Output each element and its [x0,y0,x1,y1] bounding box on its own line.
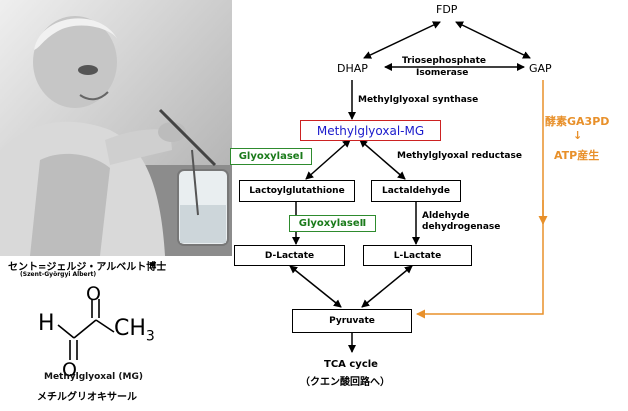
enzyme-aldehyde-dh-2: dehydrogenase [422,222,501,232]
arrow-llactate-pyruvate [361,265,413,308]
enzyme-triose-2: Isomerase [416,68,469,78]
photo-caption: セント=ジェルジ・アルベルト博士 [8,262,167,273]
node-lactaldehyde: Lactaldehyde [371,180,461,202]
node-tca-ja: （クエン酸回路へ） [300,377,390,388]
node-l-lactate: L-Lactate [363,245,472,266]
node-methylglyoxal: Methylglyoxal-MG [316,123,425,138]
arrow-fdp-gap [455,21,531,59]
arrow-mg-lactoylglutathione [305,139,351,180]
atom-o-top: O [86,283,101,305]
arrow-dlactate-pyruvate [289,265,342,308]
down-arrow-icon: ↓ [573,129,583,142]
methylglyoxal-structure [57,299,115,360]
arrow-gap-pyruvate [416,80,544,319]
atom-o-bottom: O [62,359,77,381]
enzyme-mg-reductase: Methylglyoxal reductase [397,151,522,161]
atom-ch3-subscript: 3 [145,328,155,345]
node-methylglyoxal-box: Methylglyoxal-MG [300,120,441,141]
atom-ch3: CH3 [114,316,155,344]
scientist-photo [0,0,232,256]
structure-name: Methylglyoxal (MG) [44,372,143,382]
atom-ch3-main: CH [114,316,146,341]
label-enzyme-ga3pd: 酵素GA3PD [545,115,610,128]
enzyme-glyoxylase-2: GlyoxylaseⅡ [289,215,376,232]
arrow-fdp-dhap [363,21,441,59]
scientist-photo-drawing [0,0,232,256]
node-tca-cycle: TCA cycle [324,359,378,370]
node-d-lactate: D-Lactate [234,245,345,266]
photo-subcaption: (Szent-Györgyi Albert) [20,271,97,278]
node-gap: GAP [529,62,552,75]
label-atp-production: ATP産生 [554,149,600,162]
node-dhap: DHAP [337,62,368,75]
structure-name-ja: メチルグリオキサール [37,392,137,403]
node-pyruvate: Pyruvate [292,309,412,333]
bond-c2-ch3 [95,319,115,333]
enzyme-aldehyde-dh-1: Aldehyde [422,211,470,221]
bond-c1-c2 [73,319,97,339]
bond-h-c1 [57,324,75,339]
node-fdp: FDP [436,3,458,16]
atom-h: H [38,311,55,336]
node-lactoylglutathione: Lactoylglutathione [239,180,355,202]
arrow-mg-lactaldehyde [359,139,406,180]
enzyme-glyoxylase-1: GlyoxylaseⅠ [230,148,312,165]
enzyme-triose-1: Triosephosphate [402,56,487,66]
enzyme-mg-synthase: Methylglyoxal synthase [358,95,479,105]
